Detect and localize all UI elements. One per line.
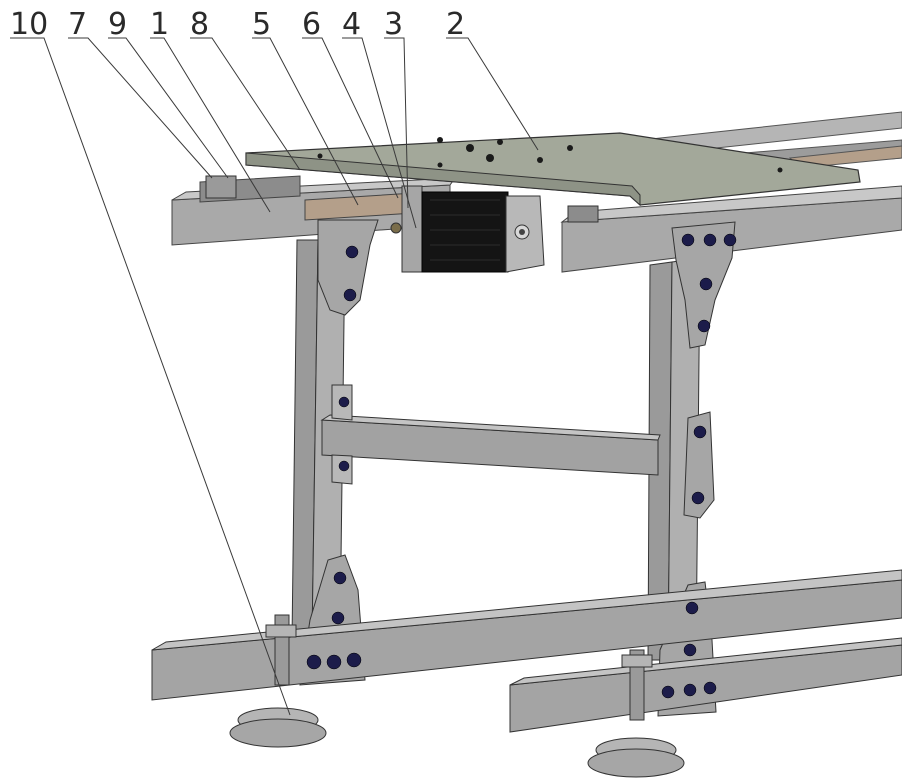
leader-1 [150, 37, 271, 213]
callout-1: 1 [150, 7, 169, 42]
callout-7: 7 [68, 7, 87, 42]
leader-4 [342, 37, 417, 229]
callout-3: 3 [384, 7, 403, 42]
bolts [306, 233, 737, 699]
callout-9: 9 [108, 7, 127, 42]
leader-10 [10, 37, 291, 716]
carriage-plate [245, 132, 861, 207]
callout-8: 8 [190, 7, 209, 42]
stepper-motor [390, 185, 545, 273]
leader-6 [302, 37, 399, 199]
callout-labels: 10 7 9 1 8 5 6 4 3 2 [10, 7, 465, 42]
leader-2 [446, 37, 539, 151]
leader-8 [190, 37, 301, 171]
callout-2: 2 [446, 7, 465, 42]
leader-5 [252, 37, 359, 206]
callout-5: 5 [252, 7, 271, 42]
leveling-foot-left [229, 614, 327, 748]
leader-7 [68, 37, 213, 179]
bottom-rail-left [151, 569, 902, 701]
leveling-foot-right [587, 649, 685, 778]
leader-lines [10, 37, 539, 716]
callout-6: 6 [302, 7, 321, 42]
leader-9 [108, 37, 229, 179]
left-top-rail [171, 175, 457, 246]
leader-3 [384, 37, 409, 209]
cross-beam [320, 384, 661, 485]
callout-10: 10 [10, 7, 48, 42]
left-leg [291, 219, 379, 686]
callout-4: 4 [342, 7, 361, 42]
